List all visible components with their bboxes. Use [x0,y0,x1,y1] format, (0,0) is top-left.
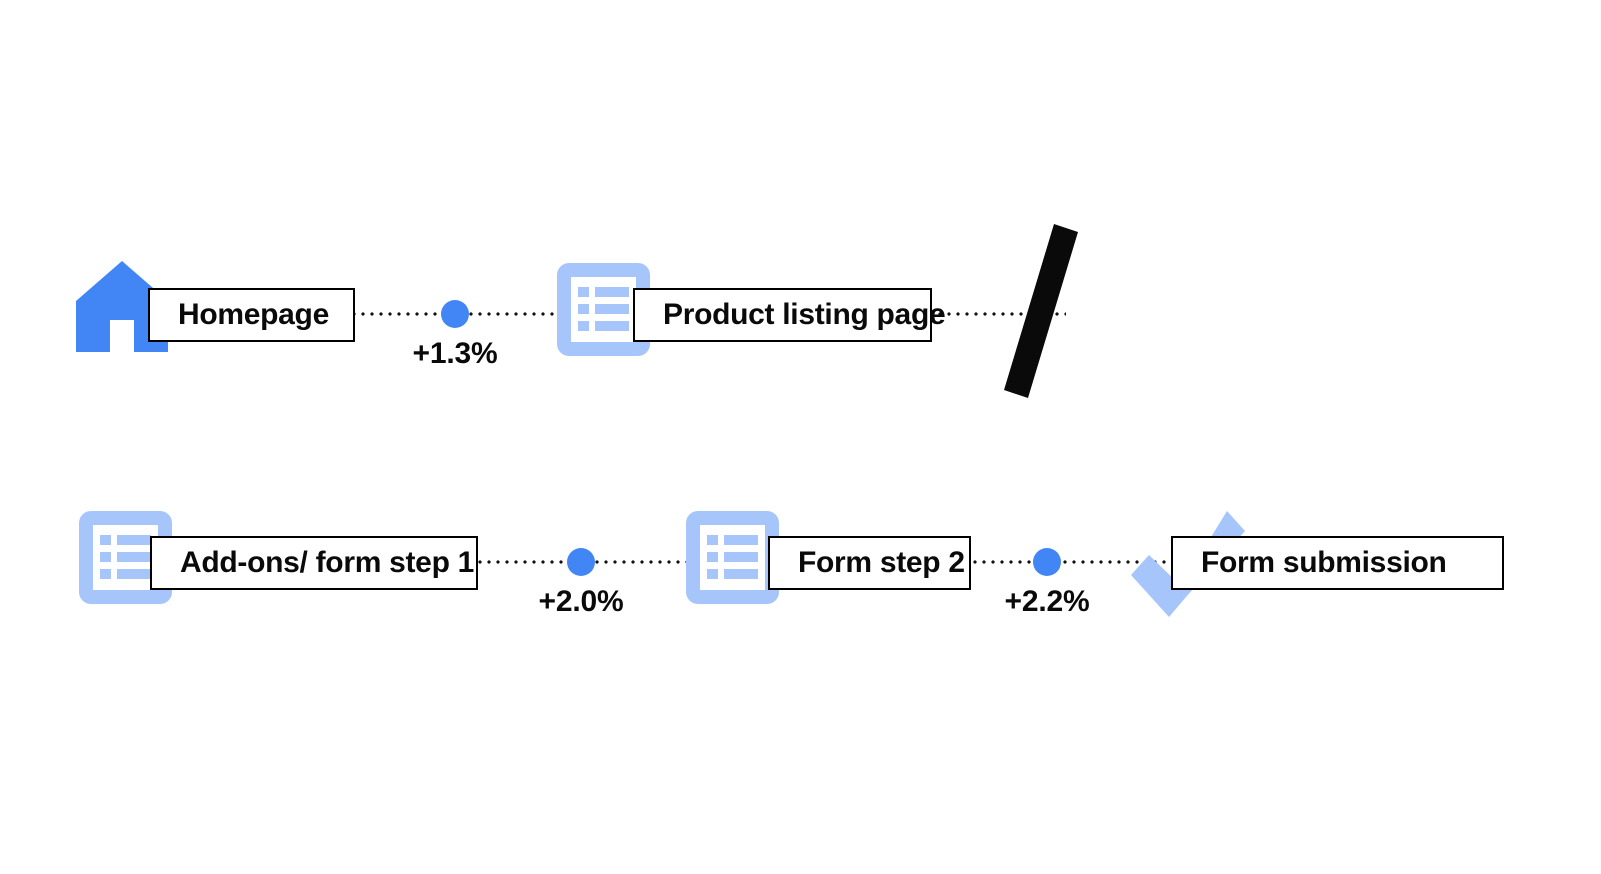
step-box-form-submission[interactable]: Form submission [1171,536,1504,590]
step-box-add-ons-form-step-1[interactable]: Add-ons/ form step 1 [150,536,478,590]
node-dot-3 [1033,548,1061,576]
list-document-icon [79,511,172,604]
step-label: Add-ons/ form step 1 [180,546,475,579]
connector-line-2 [938,312,1066,316]
step-label: Form step 2 [798,546,965,579]
step-label: Form submission [1201,546,1447,579]
node-dot-2 [567,548,595,576]
delta-label-3: +2.2% [1004,585,1090,618]
list-document-icon [557,263,650,356]
delta-label-1: +1.3% [412,337,498,370]
home-icon [76,261,168,352]
step-box-form-step-2[interactable]: Form step 2 [768,536,971,590]
step-box-homepage[interactable]: Homepage [148,288,355,342]
step-label: Product listing page [663,298,946,331]
step-box-product-listing-page[interactable]: Product listing page [633,288,946,342]
step-label: Homepage [178,298,329,331]
connector-line-4 [973,560,1173,564]
delta-label-2: +2.0% [538,585,624,618]
slash-break-icon [1000,222,1082,400]
list-document-icon [686,511,779,604]
node-dot-1 [441,300,469,328]
